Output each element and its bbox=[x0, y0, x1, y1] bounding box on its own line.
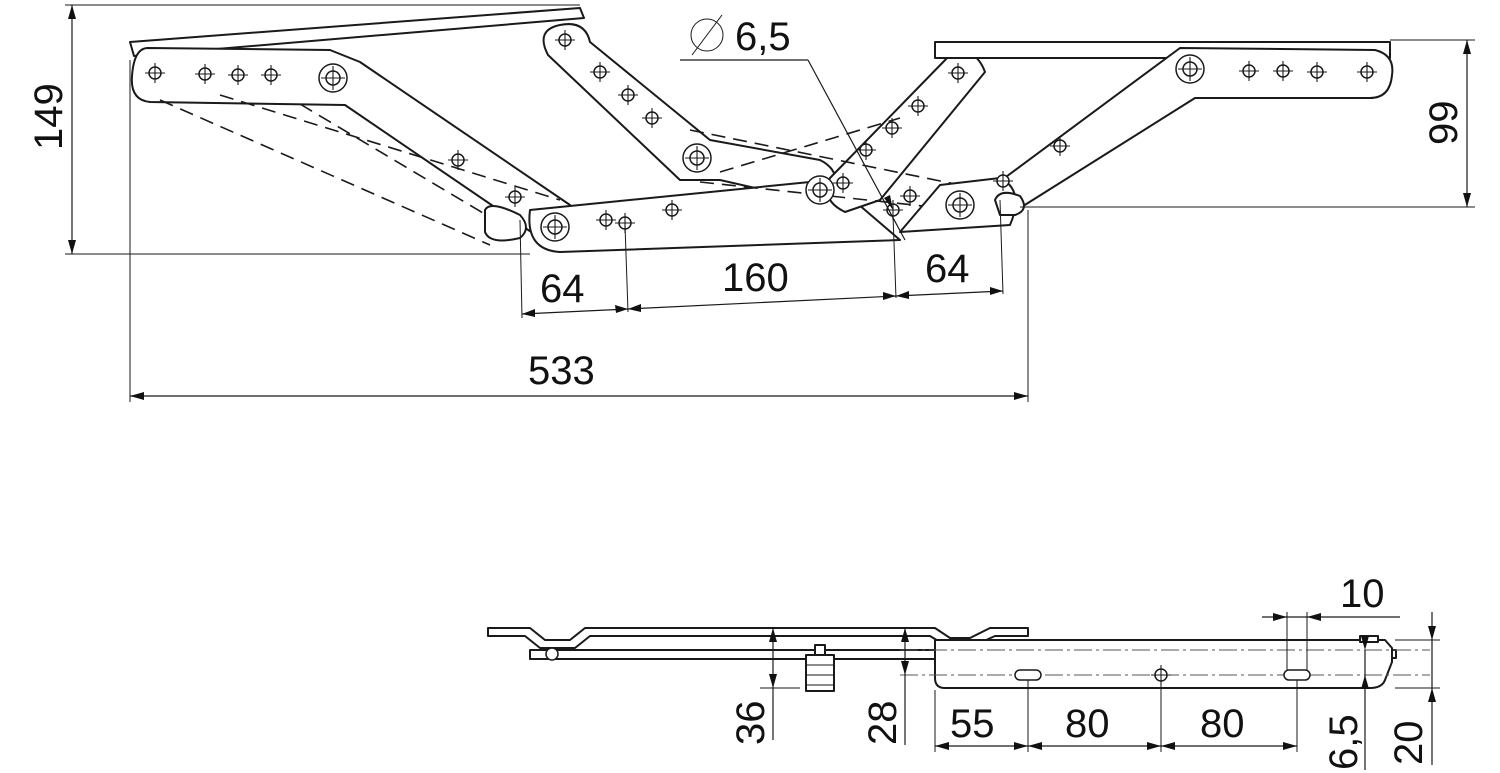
bottom-flat-bar bbox=[529, 649, 936, 660]
dim-label: 6,5 bbox=[735, 15, 791, 59]
dim-plate-height: 20 bbox=[1387, 612, 1440, 765]
diameter-icon bbox=[690, 18, 724, 52]
plate-edge bbox=[1391, 649, 1397, 659]
dim-hole-diameter: 6,5 bbox=[680, 14, 906, 241]
bolt-icon bbox=[805, 644, 835, 692]
left-dashed-arm bbox=[159, 94, 561, 246]
pivot-icon bbox=[682, 143, 712, 173]
rivet-icon bbox=[545, 647, 559, 661]
dim-label: 36 bbox=[729, 701, 773, 746]
hole-icon bbox=[899, 185, 921, 207]
left-cross-arm bbox=[542, 23, 837, 206]
pivot-icon bbox=[805, 175, 835, 205]
left-mounting-plate bbox=[129, 7, 585, 57]
dim-label: 160 bbox=[722, 256, 789, 300]
dim-bracket-height-b: 28 bbox=[861, 628, 909, 745]
dim-plate-edge: 6,5 bbox=[1322, 636, 1369, 770]
hinge-side-view: 149 99 6,5 bbox=[27, 4, 1475, 402]
hinge-flat-view: 36 28 55 80 80 bbox=[487, 572, 1440, 770]
pivot-icon bbox=[540, 212, 570, 242]
dim-label: 28 bbox=[861, 701, 905, 746]
dim-label: 64 bbox=[925, 247, 970, 291]
pivot-icon bbox=[318, 63, 348, 93]
dim-label: 99 bbox=[1422, 101, 1466, 146]
dim-label: 149 bbox=[27, 83, 71, 150]
dim-total-height: 149 bbox=[27, 4, 580, 255]
dim-label: 20 bbox=[1387, 721, 1431, 766]
center-dashed-guide bbox=[689, 117, 961, 211]
dim-slot-width: 10 bbox=[1262, 572, 1400, 670]
dim-bracket-height-a: 36 bbox=[729, 628, 800, 745]
dim-label: 533 bbox=[528, 349, 595, 393]
dim-hole-spacing: 64 160 64 bbox=[519, 199, 1004, 319]
left-slot bbox=[484, 205, 527, 242]
right-slot bbox=[994, 191, 1025, 216]
pivot-icon bbox=[945, 190, 975, 220]
middle-link bbox=[528, 179, 901, 253]
dim-lid-offset: 99 bbox=[1020, 39, 1475, 208]
pivot-icon bbox=[1175, 54, 1205, 84]
dim-overall-length: 533 bbox=[129, 60, 1029, 402]
dim-label: 80 bbox=[1065, 702, 1110, 746]
dim-label: 6,5 bbox=[1322, 714, 1366, 770]
dim-label: 64 bbox=[540, 267, 585, 311]
slot-icon bbox=[1283, 669, 1311, 681]
dim-label: 10 bbox=[1340, 572, 1385, 616]
dim-label: 80 bbox=[1200, 702, 1245, 746]
slot-icon bbox=[1014, 669, 1042, 681]
dim-label: 55 bbox=[950, 702, 995, 746]
dim-plate-hole-spacing: 55 80 80 bbox=[934, 680, 1298, 752]
right-plate-body bbox=[934, 639, 1393, 689]
